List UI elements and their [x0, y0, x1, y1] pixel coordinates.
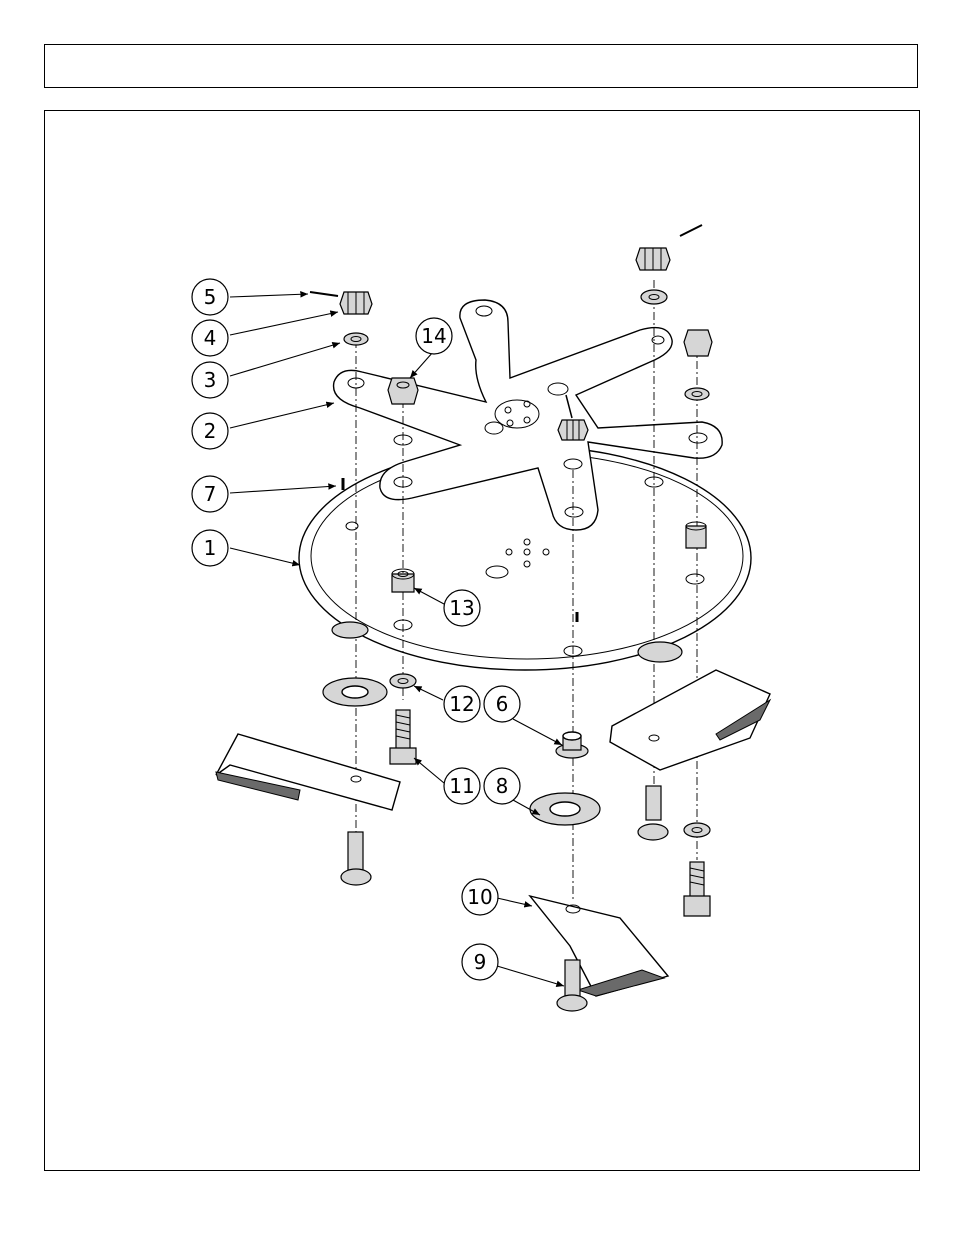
svg-text:2: 2 — [204, 419, 217, 443]
svg-text:10: 10 — [467, 885, 492, 909]
callout-13: 13 — [444, 590, 480, 626]
callout-3: 3 — [192, 362, 228, 398]
svg-text:12: 12 — [449, 692, 474, 716]
callout-6: 6 — [484, 686, 520, 722]
callout-4: 4 — [192, 320, 228, 356]
svg-text:3: 3 — [204, 368, 217, 392]
svg-text:7: 7 — [204, 482, 217, 506]
left-hardware-stack — [310, 292, 372, 345]
callout-1: 1 — [192, 530, 228, 566]
svg-text:4: 4 — [204, 326, 217, 350]
callout-12: 12 — [444, 686, 480, 722]
svg-text:11: 11 — [449, 774, 474, 798]
svg-text:5: 5 — [204, 285, 217, 309]
bushing — [556, 732, 588, 758]
svg-text:1: 1 — [204, 536, 217, 560]
callout-14: 14 — [416, 318, 452, 354]
callout-11: 11 — [444, 768, 480, 804]
callout-9: 9 — [462, 944, 498, 980]
disc-plate — [299, 446, 751, 670]
svg-text:8: 8 — [496, 774, 509, 798]
svg-text:6: 6 — [496, 692, 509, 716]
callout-10: 10 — [462, 879, 498, 915]
svg-text:14: 14 — [421, 324, 446, 348]
callout-8: 8 — [484, 768, 520, 804]
svg-text:13: 13 — [449, 596, 474, 620]
svg-text:9: 9 — [474, 950, 487, 974]
callout-5: 5 — [192, 279, 228, 315]
callout-7: 7 — [192, 476, 228, 512]
callout-2: 2 — [192, 413, 228, 449]
